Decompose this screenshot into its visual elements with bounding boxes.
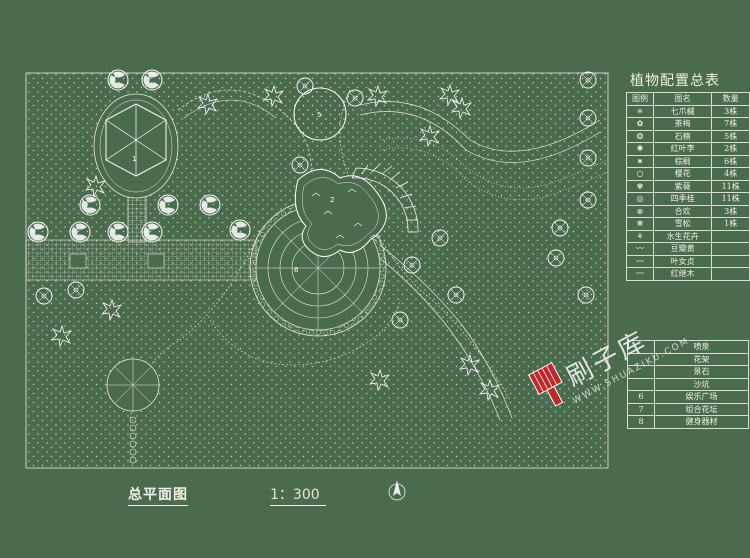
legend-header-icon: 图例 (626, 92, 654, 106)
hedge-icon: 〰 (626, 267, 654, 281)
scale-underline (270, 505, 326, 506)
aquatic-flower-icon: ⚘ (626, 229, 654, 243)
spiky-tree-icon: ✺ (626, 142, 654, 156)
title-underline (128, 505, 188, 506)
table-row: 花架 (627, 352, 749, 366)
table-row: ⚘水生花卉 (626, 229, 750, 243)
target-tree-icon: ◎ (626, 192, 654, 206)
circle-tree-icon: ○ (626, 167, 654, 181)
table-row: 景石 (627, 365, 749, 379)
drawing-scale: 1：300 (270, 487, 320, 503)
table-row: 〰豆瓣黄 (626, 242, 750, 256)
table-row: 〰红继木 (626, 267, 750, 281)
watermark: 刷子库 WWW.SHUAZIKU.COM (522, 304, 697, 467)
brush-logo-icon (528, 362, 564, 407)
north-arrow-icon (388, 480, 406, 501)
radial-tree-icon: ⊛ (626, 204, 654, 218)
pine-icon: ❋ (626, 217, 654, 231)
hedge-icon: 〰 (626, 254, 654, 268)
hedge-icon: 〰 (626, 242, 654, 256)
plant-legend-title: 植物配置总表 (630, 73, 720, 89)
plan-label-6: 6 (294, 266, 299, 274)
star-leaf-icon: ✳ (626, 104, 654, 118)
palm-icon: ✷ (626, 154, 654, 168)
plan-label-5: 5 (317, 111, 321, 119)
legend-header-qty: 数量 (711, 92, 750, 106)
flower-icon: ✿ (626, 117, 654, 131)
table-row: 〰叶女贞 (626, 254, 750, 268)
legend-header-name: 图名 (652, 92, 713, 106)
swirl-tree-icon: ✾ (626, 179, 654, 193)
plan-label-2: 2 (330, 196, 334, 204)
plan-label-1: 1 (132, 155, 136, 163)
drawing-title: 总平面图 (128, 487, 188, 503)
round-shrub-icon: ❂ (626, 129, 654, 143)
legend-header-row: 图例 图名 数量 (626, 92, 750, 106)
